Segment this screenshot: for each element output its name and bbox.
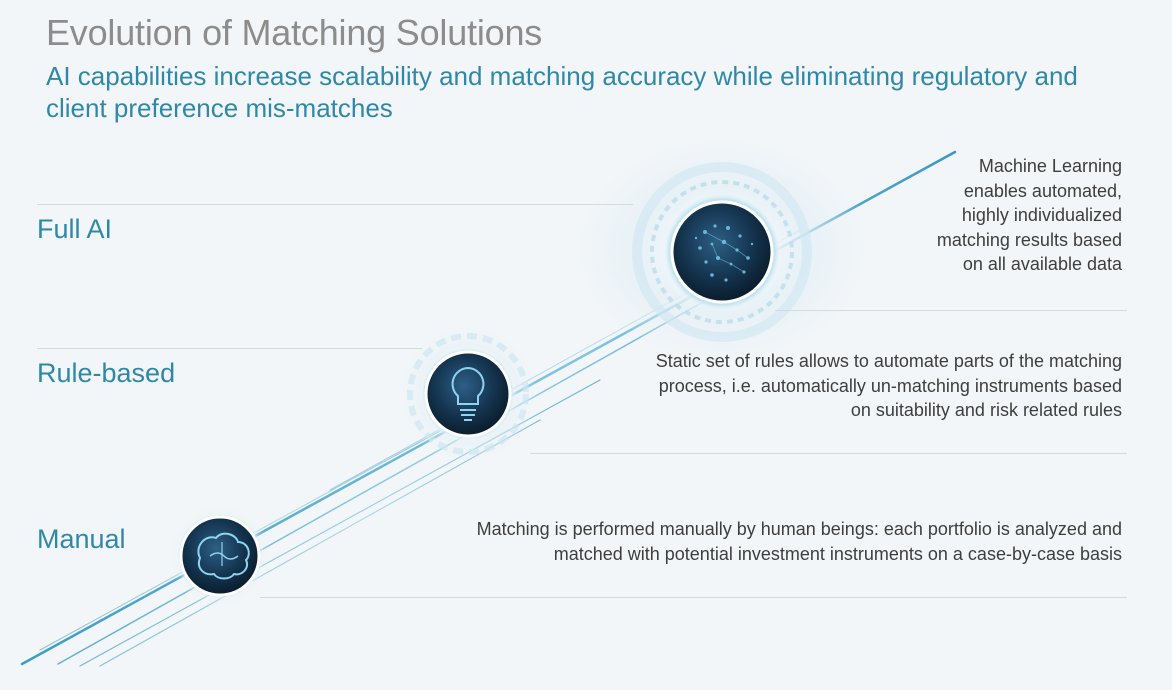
level-label-full-ai: Full AI (37, 214, 113, 244)
divider-bottom (260, 597, 1127, 598)
slide-subtitle: AI capabilities increase scalability and… (46, 61, 1078, 123)
level-label-manual: Manual (37, 524, 126, 554)
lightbulb-icon (398, 324, 538, 464)
brain-icon (168, 504, 272, 608)
divider-rule-based-top (775, 310, 1127, 311)
slide-title: Evolution of Matching Solutions (46, 12, 543, 53)
ai-head-icon (572, 135, 872, 365)
level-description-manual: Matching is performed manually by human … (476, 519, 1122, 564)
level-label-rule-based: Rule-based (37, 358, 176, 388)
divider-manual-top (530, 453, 1127, 454)
divider-full-ai (37, 204, 633, 205)
divider-rule-based (37, 348, 422, 349)
level-description-full-ai: Machine Learning enables automated, high… (936, 156, 1122, 274)
level-description-rule-based: Static set of rules allows to automate p… (655, 351, 1122, 420)
